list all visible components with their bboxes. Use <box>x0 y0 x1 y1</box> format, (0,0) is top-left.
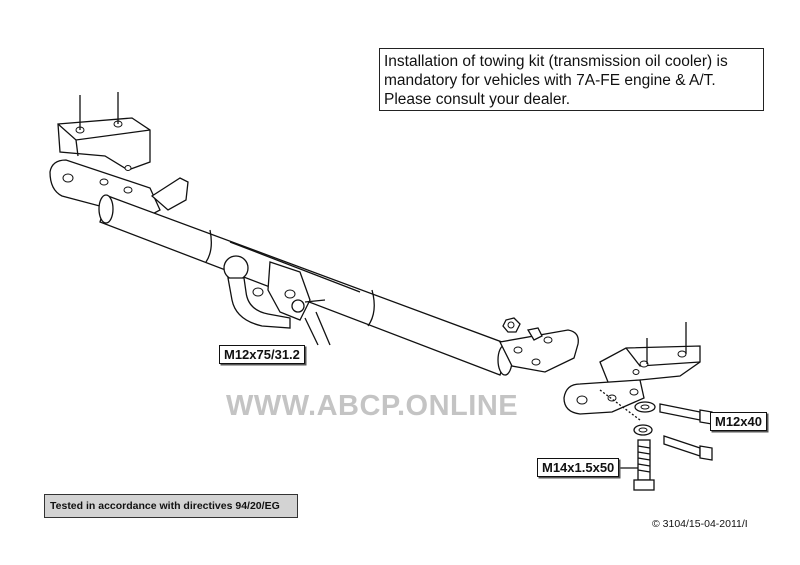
tow-ball-assembly <box>223 255 331 346</box>
left-mounting-bracket <box>49 92 189 219</box>
right-mounting-plate <box>499 317 579 373</box>
cross-tube <box>98 194 513 376</box>
right-rear-bracket <box>563 322 701 421</box>
note-line-2: mandatory for vehicles with 7A-FE engine… <box>384 72 716 89</box>
note-line-1: Installation of towing kit (transmission… <box>384 53 728 70</box>
note-line-3: Please consult your dealer. <box>384 91 571 108</box>
bolt-label-m12x40: M12x40 <box>710 412 767 431</box>
bolt-label-m14: M14x1.5x50 <box>537 458 620 477</box>
bolt-label-m12x75: M12x75/31.2 <box>219 345 305 364</box>
copyright-text: © 3104/15-04-2011/I <box>652 518 748 530</box>
tested-badge: Tested in accordance with directives 94/… <box>44 494 298 518</box>
fasteners <box>620 401 713 491</box>
watermark: WWW.ABCP.ONLINE <box>226 390 519 422</box>
installation-note: Installation of towing kit (transmission… <box>379 48 764 111</box>
